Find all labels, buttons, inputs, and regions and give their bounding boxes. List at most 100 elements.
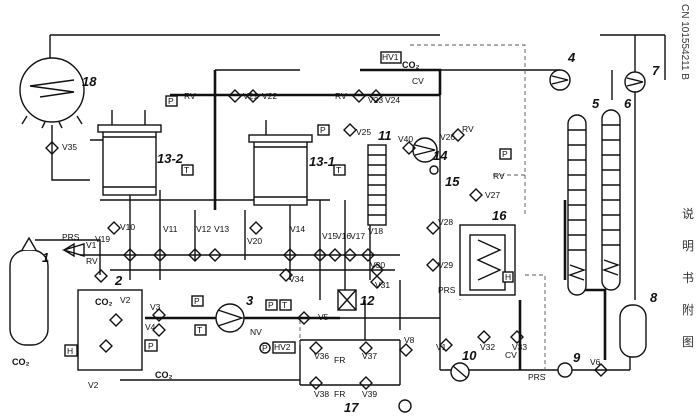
heater-10: 10 xyxy=(450,348,477,382)
v18-label: V18 xyxy=(368,226,383,236)
v1b-label: V1 xyxy=(436,342,447,352)
cylinder-1-label: 1 xyxy=(42,250,49,265)
p-13-2-label: P xyxy=(168,96,174,106)
separator-16: H 16 xyxy=(459,208,516,296)
prs-right-label: PRS xyxy=(528,372,546,382)
v20-label: V20 xyxy=(247,236,262,246)
v30-label: V30 xyxy=(370,260,385,270)
valve-labels: V1 V2 V2 V3 V4 V5 V6 V1 V8 V10 V11 V12 V… xyxy=(62,91,601,399)
v3-label: V3 xyxy=(150,302,161,312)
receiver-h-label: H xyxy=(67,346,73,356)
compressor-3-label: 3 xyxy=(246,293,254,308)
t-13-1-label: T xyxy=(336,165,341,175)
rv-left-label: RV xyxy=(86,256,98,266)
hv1-label: HV1 xyxy=(382,52,399,62)
heat-exchanger-7: 7 xyxy=(624,63,660,93)
v8-label: V8 xyxy=(404,335,415,345)
v19-label: V19 xyxy=(95,234,110,244)
pipe-network xyxy=(35,34,666,386)
sheet-title-char-4: 附 xyxy=(682,303,694,317)
prs-mid-label: PRS xyxy=(438,285,456,295)
fr-bottom-label: FR xyxy=(334,389,345,399)
check-15: 15 xyxy=(429,165,460,189)
condenser-4: 4 xyxy=(549,50,576,91)
prs-left-label: PRS xyxy=(62,232,80,242)
sheet-title-char-1: 说 xyxy=(682,206,694,221)
v36-label: V36 xyxy=(314,351,329,361)
tank-18-label: 18 xyxy=(82,74,97,89)
v23-label: V23 xyxy=(368,95,383,105)
patent-number: CN 101554211 B xyxy=(679,4,690,80)
cv-top-label: CV xyxy=(412,76,424,86)
vessel-8-label: 8 xyxy=(650,290,658,305)
cv-bottom-label: CV xyxy=(505,350,517,360)
column-6: 6 xyxy=(601,96,632,291)
v21-label: V21 xyxy=(243,91,258,101)
v14-label: V14 xyxy=(290,224,305,234)
instrument-labels: PRS RV RV RV RV RV CV CV NV HV1 H V2 FR F… xyxy=(62,51,546,413)
v32-label: V32 xyxy=(480,342,495,352)
cartridge-11-label: 11 xyxy=(378,128,392,143)
v39-label: V39 xyxy=(362,389,377,399)
pump-9: 9 xyxy=(557,350,581,378)
cylinder-co2-label: CO₂ xyxy=(12,357,30,367)
sheet-title-char-2: 明 xyxy=(682,239,694,253)
v2b-label: V2 xyxy=(120,295,131,305)
receiver-p-label: P xyxy=(148,341,154,351)
v38-label: V38 xyxy=(314,389,329,399)
v27-label: V27 xyxy=(485,190,500,200)
nv-label: NV xyxy=(250,327,262,337)
v28-label: V28 xyxy=(438,217,453,227)
pump-14-label: 14 xyxy=(433,148,448,163)
v11-label: V11 xyxy=(163,224,178,234)
cylinder-1: 1 CO₂ xyxy=(9,236,49,367)
p-13-1-label: P xyxy=(320,125,326,135)
rv-c-label: RV xyxy=(462,124,474,134)
p-gauge-label: P xyxy=(262,343,268,353)
v34-label: V34 xyxy=(289,274,304,284)
filter-12: 12 xyxy=(337,289,375,311)
separator-16-label: 16 xyxy=(492,208,507,223)
heater-10-label: 10 xyxy=(462,348,477,363)
p-16-label: P xyxy=(502,149,508,159)
pump-9-label: 9 xyxy=(573,350,581,365)
column-5: 5 xyxy=(567,96,600,296)
condenser-4-label: 4 xyxy=(567,50,576,65)
tank-18: 18 xyxy=(19,57,97,129)
rv-d-label: RV xyxy=(493,171,505,181)
extractor-13-1-label: 13-1 xyxy=(309,154,335,169)
fr-top-label: FR xyxy=(334,355,345,365)
rv-b-label: RV xyxy=(335,91,347,101)
v1-label: V1 xyxy=(86,240,97,250)
v25-label: V25 xyxy=(356,127,371,137)
v4-label: V4 xyxy=(145,322,156,332)
v13-label: V13 xyxy=(214,224,229,234)
v15-label: V15 xyxy=(322,231,337,241)
receiver-co2-label: CO₂ xyxy=(95,297,113,307)
co2-top-label: CO₂ xyxy=(402,60,420,70)
v16-label: V16 xyxy=(336,231,351,241)
manifold-17-label: 17 xyxy=(344,400,359,415)
compressor-3: 3 xyxy=(215,293,254,333)
v26-label: V26 xyxy=(440,132,455,142)
patent-header: CN 101554211 B 说 明 书 附 图 xyxy=(679,4,694,349)
t-compressor-label: T xyxy=(197,325,202,335)
v29-label: V29 xyxy=(438,260,453,270)
check-15-label: 15 xyxy=(445,174,460,189)
v22-label: V22 xyxy=(262,91,277,101)
valve-symbols xyxy=(45,89,608,390)
rv-a-label: RV xyxy=(184,91,196,101)
column-6-label: 6 xyxy=(624,96,632,111)
extractor-13-2: 13-2 xyxy=(97,110,184,196)
p-nv-label: P xyxy=(268,300,274,310)
extractor-13-2-label: 13-2 xyxy=(157,151,184,166)
t-nv-label: T xyxy=(282,300,287,310)
receiver-2: CO₂ 2 H P xyxy=(64,273,158,371)
v33-label: V33 xyxy=(512,342,527,352)
v31-label: V31 xyxy=(375,280,390,290)
v2-label: V2 xyxy=(88,380,99,390)
sheet-title-char-5: 图 xyxy=(682,335,694,349)
v6-label: V6 xyxy=(590,357,601,367)
sheet-title-char-3: 书 xyxy=(682,271,694,285)
